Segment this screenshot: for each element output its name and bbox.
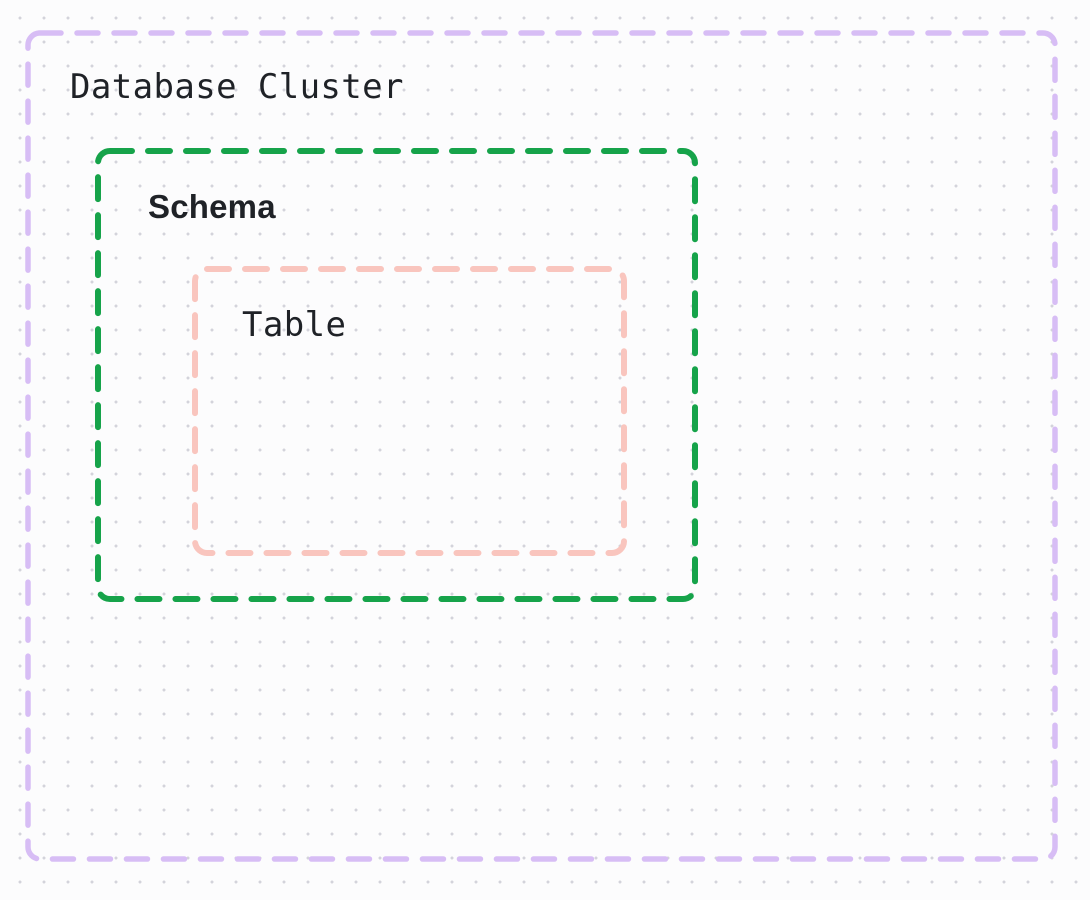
schema-label: Schema: [148, 188, 276, 225]
database-cluster-box[interactable]: Database Cluster Schema Table: [25, 30, 1058, 862]
database-cluster-label: Database Cluster: [70, 67, 404, 107]
table-box[interactable]: Table: [192, 266, 627, 556]
schema-box[interactable]: Schema Table: [95, 148, 698, 602]
table-label: Table: [242, 305, 347, 345]
